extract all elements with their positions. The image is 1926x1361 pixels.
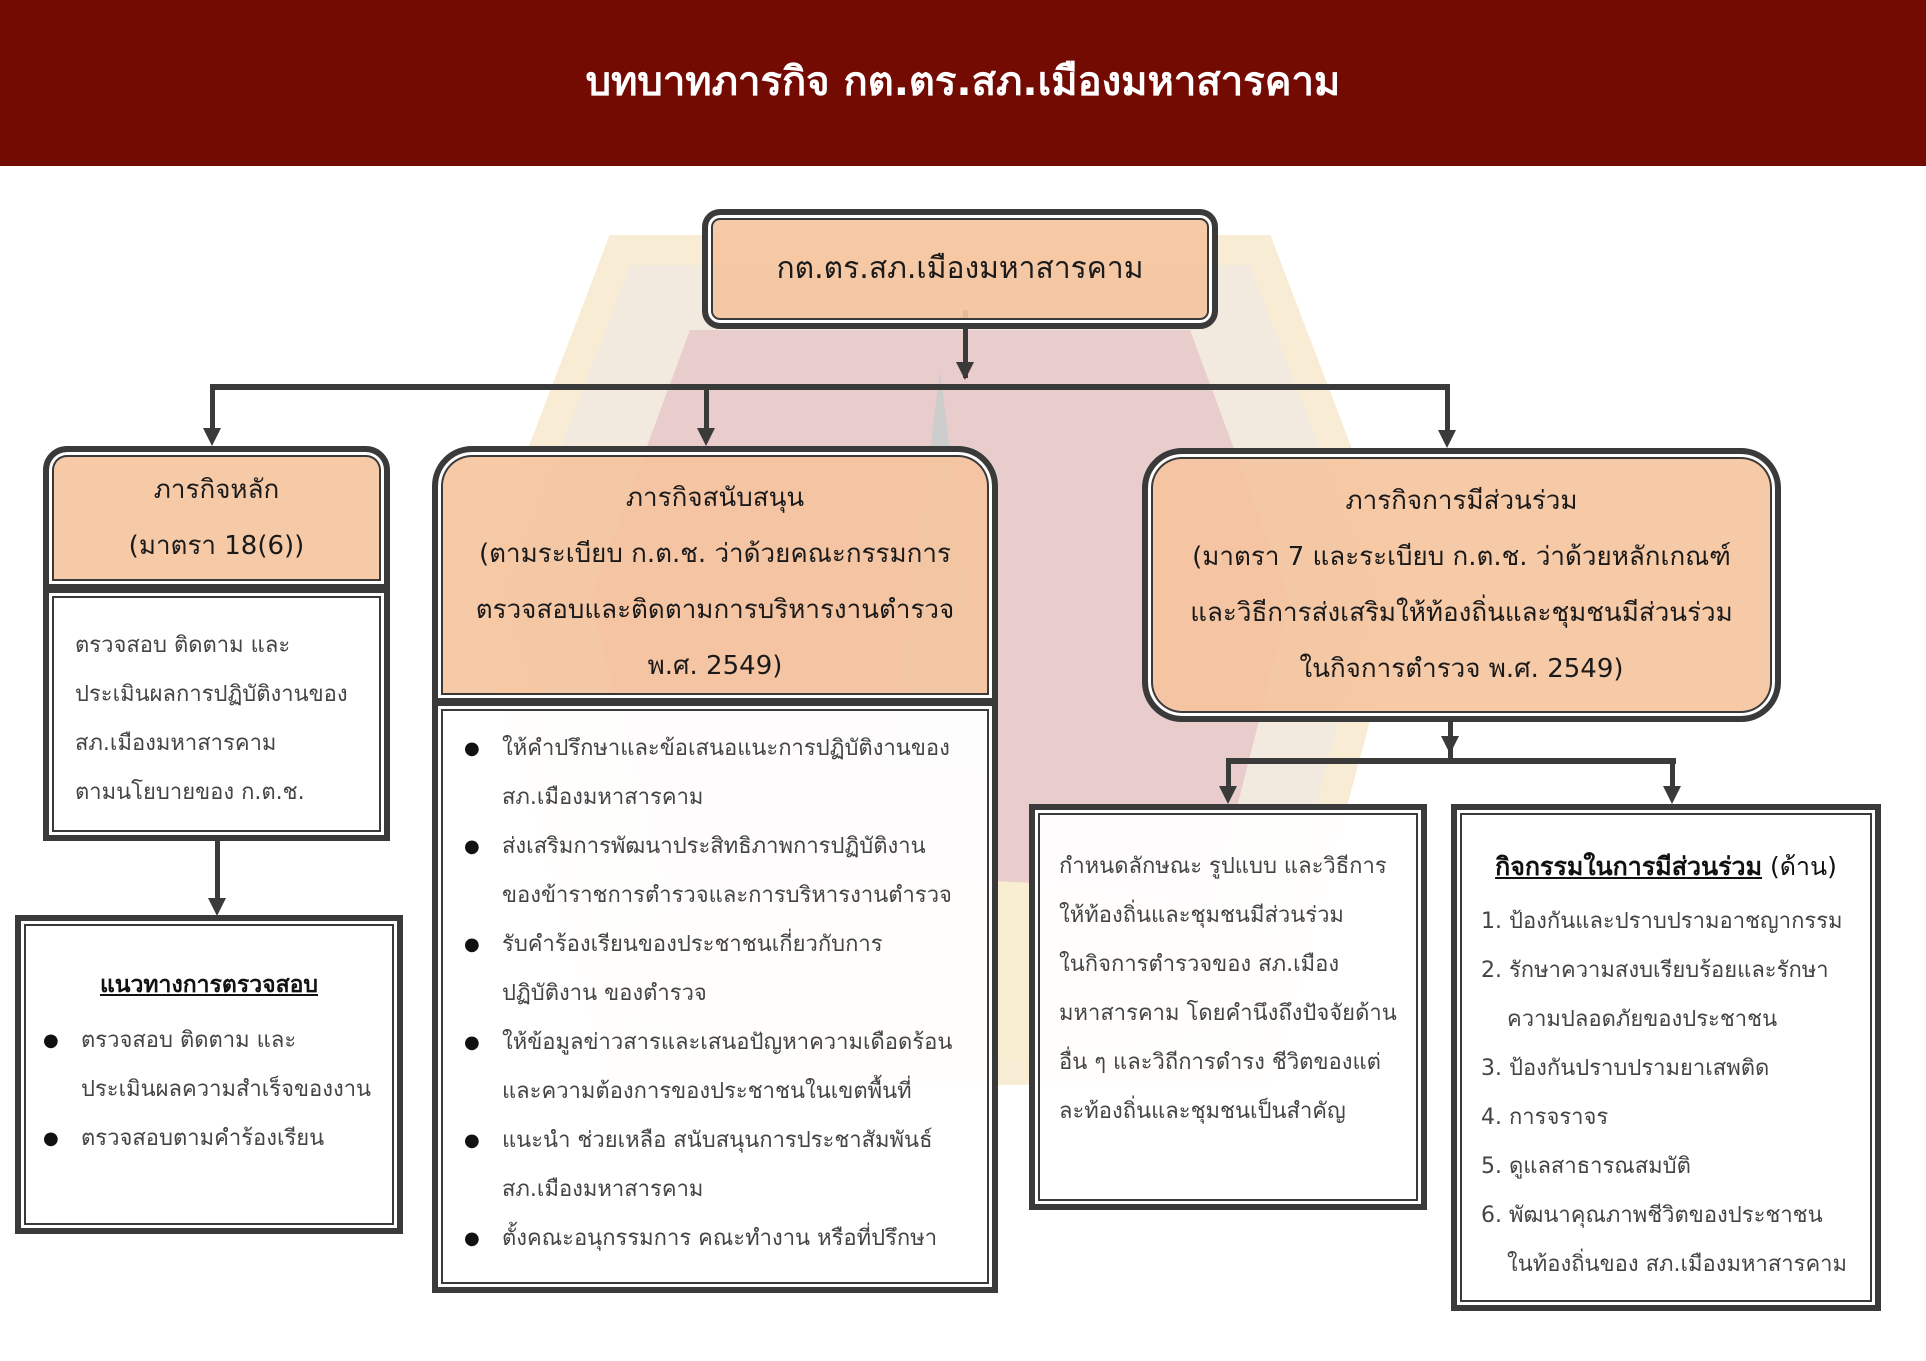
arrow-down-icon — [956, 362, 974, 380]
list-item: 4. การจราจร — [1481, 1105, 1609, 1130]
main-mission-body: ตรวจสอบ ติดตาม และ ประเมินผลการปฏิบัติงา… — [43, 587, 390, 841]
text-line: ประเมินผลการปฏิบัติงานของ — [75, 682, 348, 707]
list-item: 1. ป้องกันและปราบปรามอาชญากรรม — [1481, 909, 1843, 934]
text-line: ตามนโยบายของ ก.ต.ช. — [75, 780, 305, 805]
text-line: ให้ท้องถิ่นและชุมชนมีส่วนร่วม — [1059, 903, 1344, 928]
activities-title-suffix: (ด้าน) — [1770, 852, 1837, 881]
connector — [1226, 758, 1676, 764]
list-item: ให้คำปรึกษาและข้อเสนอแนะการปฏิบัติงานของ… — [464, 724, 966, 822]
connector — [963, 310, 968, 378]
activities-heading: กิจกรรมในการมีส่วนร่วม (ด้าน) — [1481, 842, 1851, 891]
main-mission-header: ภารกิจหลัก (มาตรา 18(6)) — [43, 446, 390, 590]
participation-mission-title: ภารกิจการมีส่วนร่วม — [1345, 486, 1578, 516]
main-mission-subtitle: (มาตรา 18(6)) — [128, 531, 305, 561]
support-mission-subtitle: พ.ศ. 2549) — [647, 651, 783, 681]
root-label: กต.ตร.สภ.เมืองมหาสารคาม — [776, 251, 1144, 286]
text-line: ในกิจการตำรวจของ สภ.เมือง — [1059, 952, 1340, 977]
list-item: 2. รักษาความสงบเรียบร้อยและรักษาความปลอด… — [1481, 958, 1829, 1032]
inspection-box: แนวทางการตรวจสอบ ตรวจสอบ ติดตาม และประเม… — [15, 915, 403, 1234]
text-line: กำหนดลักษณะ รูปแบบ และวิธีการ — [1059, 854, 1387, 879]
connector — [704, 384, 709, 430]
participation-mission-subtitle: และวิธีการส่งเสริมให้ท้องถิ่นและชุมชนมีส… — [1190, 598, 1733, 628]
list-item: ให้ข้อมูลข่าวสารและเสนอปัญหาความเดือดร้อ… — [464, 1018, 966, 1116]
arrow-down-icon — [1219, 786, 1237, 804]
connector — [1226, 758, 1231, 788]
arrow-down-icon — [208, 898, 226, 916]
activities-box: กิจกรรมในการมีส่วนร่วม (ด้าน) 1. ป้องกัน… — [1451, 804, 1881, 1311]
page-title: บทบาทภารกิจ กต.ตร.สภ.เมืองมหาสารคาม — [585, 59, 1341, 105]
inspection-title: แนวทางการตรวจสอบ — [99, 972, 319, 998]
support-mission-title: ภารกิจสนับสนุน — [625, 483, 805, 513]
support-mission-body: ให้คำปรึกษาและข้อเสนอแนะการปฏิบัติงานของ… — [432, 700, 998, 1293]
connector — [215, 841, 220, 901]
list-item: ตรวจสอบตามคำร้องเรียน — [43, 1114, 375, 1163]
support-mission-header: ภารกิจสนับสนุน (ตามระเบียบ ก.ต.ช. ว่าด้ว… — [432, 446, 998, 704]
list-item: 3. ป้องกันปราบปรามยาเสพติด — [1481, 1056, 1770, 1081]
connector — [210, 384, 1450, 390]
main-mission-title: ภารกิจหลัก — [153, 475, 280, 505]
arrow-down-icon — [1438, 430, 1456, 448]
arrow-down-icon — [697, 428, 715, 446]
text-line: อื่น ๆ และวิถีการดำรง ชีวิตของแต่ — [1059, 1050, 1381, 1075]
arrow-down-icon — [203, 428, 221, 446]
root-node: กต.ตร.สภ.เมืองมหาสารคาม — [702, 209, 1218, 329]
arrow-down-icon — [1663, 786, 1681, 804]
list-item: 6. พัฒนาคุณภาพชีวิตของประชาชนในท้องถิ่นข… — [1481, 1203, 1848, 1277]
connector — [1445, 384, 1450, 432]
text-line: สภ.เมืองมหาสารคาม — [75, 731, 277, 756]
text-line: ตรวจสอบ ติดตาม และ — [75, 633, 291, 658]
list-item: แนะนำ ช่วยเหลือ สนับสนุนการประชาสัมพันธ์… — [464, 1116, 966, 1214]
page-header: บทบาทภารกิจ กต.ตร.สภ.เมืองมหาสารคาม — [0, 0, 1926, 166]
list-item: ตรวจสอบ ติดตาม และประเมินผลความสำเร็จของ… — [43, 1016, 375, 1114]
participation-mission-box: ภารกิจการมีส่วนร่วม (มาตรา 7 และระเบียบ … — [1142, 448, 1781, 722]
participation-detail-box: กำหนดลักษณะ รูปแบบ และวิธีการ ให้ท้องถิ่… — [1029, 804, 1427, 1210]
text-line: ละท้องถิ่นและชุมชนเป็นสำคัญ — [1059, 1099, 1346, 1124]
connector — [210, 384, 215, 430]
participation-mission-subtitle: ในกิจการตำรวจ พ.ศ. 2549) — [1299, 654, 1624, 684]
participation-mission-subtitle: (มาตรา 7 และระเบียบ ก.ต.ช. ว่าด้วยหลักเก… — [1192, 542, 1731, 572]
support-mission-subtitle: (ตามระเบียบ ก.ต.ช. ว่าด้วยคณะกรรมการ — [479, 539, 951, 569]
list-item: ส่งเสริมการพัฒนาประสิทธิภาพการปฏิบัติงาน… — [464, 822, 966, 920]
list-item: ตั้งคณะอนุกรรมการ คณะทำงาน หรือที่ปรึกษา — [464, 1214, 966, 1263]
text-line: มหาสารคาม โดยคำนึงถึงปัจจัยด้าน — [1059, 1001, 1397, 1026]
list-item: 5. ดูแลสาธารณสมบัติ — [1481, 1154, 1691, 1179]
arrow-down-icon — [1441, 736, 1459, 754]
connector — [1670, 758, 1675, 788]
activities-title: กิจกรรมในการมีส่วนร่วม — [1495, 852, 1763, 881]
support-mission-subtitle: ตรวจสอบและติดตามการบริหารงานตำรวจ — [475, 595, 955, 625]
list-item: รับคำร้องเรียนของประชาชนเกี่ยวกับการปฏิบ… — [464, 920, 966, 1018]
